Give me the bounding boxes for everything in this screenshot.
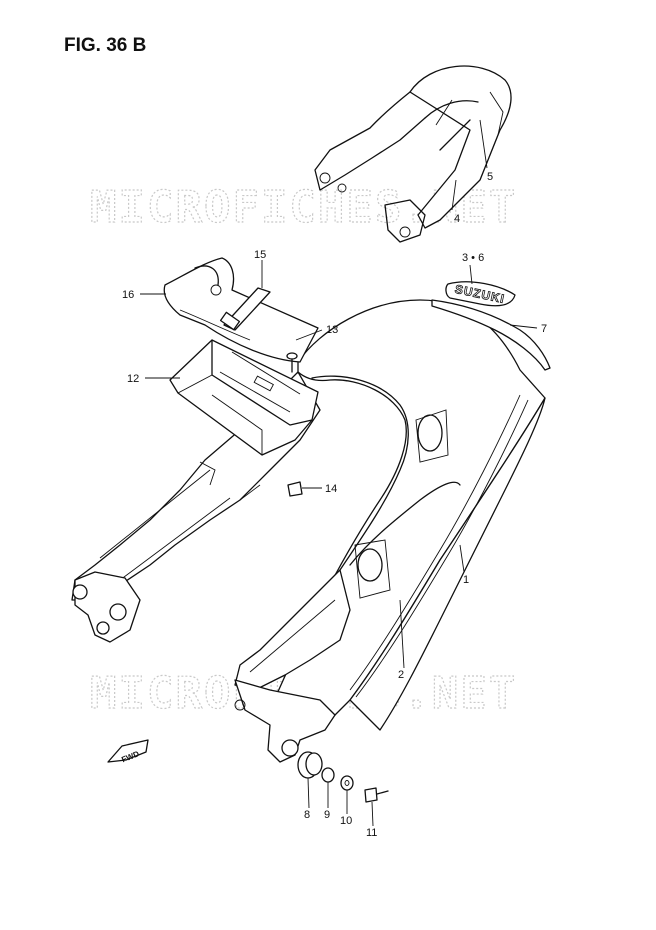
suzuki-emblem: SUZUKI [445,281,516,307]
callout-16: 16 [122,289,134,301]
callout-2: 2 [398,669,404,681]
leader-lines [140,119,538,827]
callout-8: 8 [304,809,310,821]
bolt-11 [364,787,389,803]
callout-14: 14 [325,483,337,495]
callout-15: 15 [254,249,266,261]
callout-12: 12 [127,373,139,385]
washer-10 [340,775,354,791]
grommet-14 [287,481,303,497]
seat-tail-tape [431,299,551,371]
callout-1: 1 [463,574,469,586]
tool-band [219,287,271,331]
callout-11: 11 [366,827,377,839]
callouts: 1 2 3 • 6 4 5 7 8 9 10 11 12 13 14 15 16 [122,171,547,839]
callout-5: 5 [487,171,493,183]
seat-tail-small-view [314,65,512,243]
cushion-8 [297,751,323,779]
seat-tail-cover [71,299,546,763]
callout-9: 9 [324,809,330,821]
callout-7: 7 [541,323,547,335]
figure-title: FIG. 36 B [64,35,146,56]
screw-13 [286,352,298,373]
callout-10: 10 [340,815,352,827]
fwd-arrow: FWD [107,739,149,764]
callout-3-6: 3 • 6 [462,252,484,264]
spacer-9 [321,767,335,783]
callout-13: 13 [326,324,338,336]
callout-4: 4 [454,213,460,225]
tool-box [169,339,319,456]
